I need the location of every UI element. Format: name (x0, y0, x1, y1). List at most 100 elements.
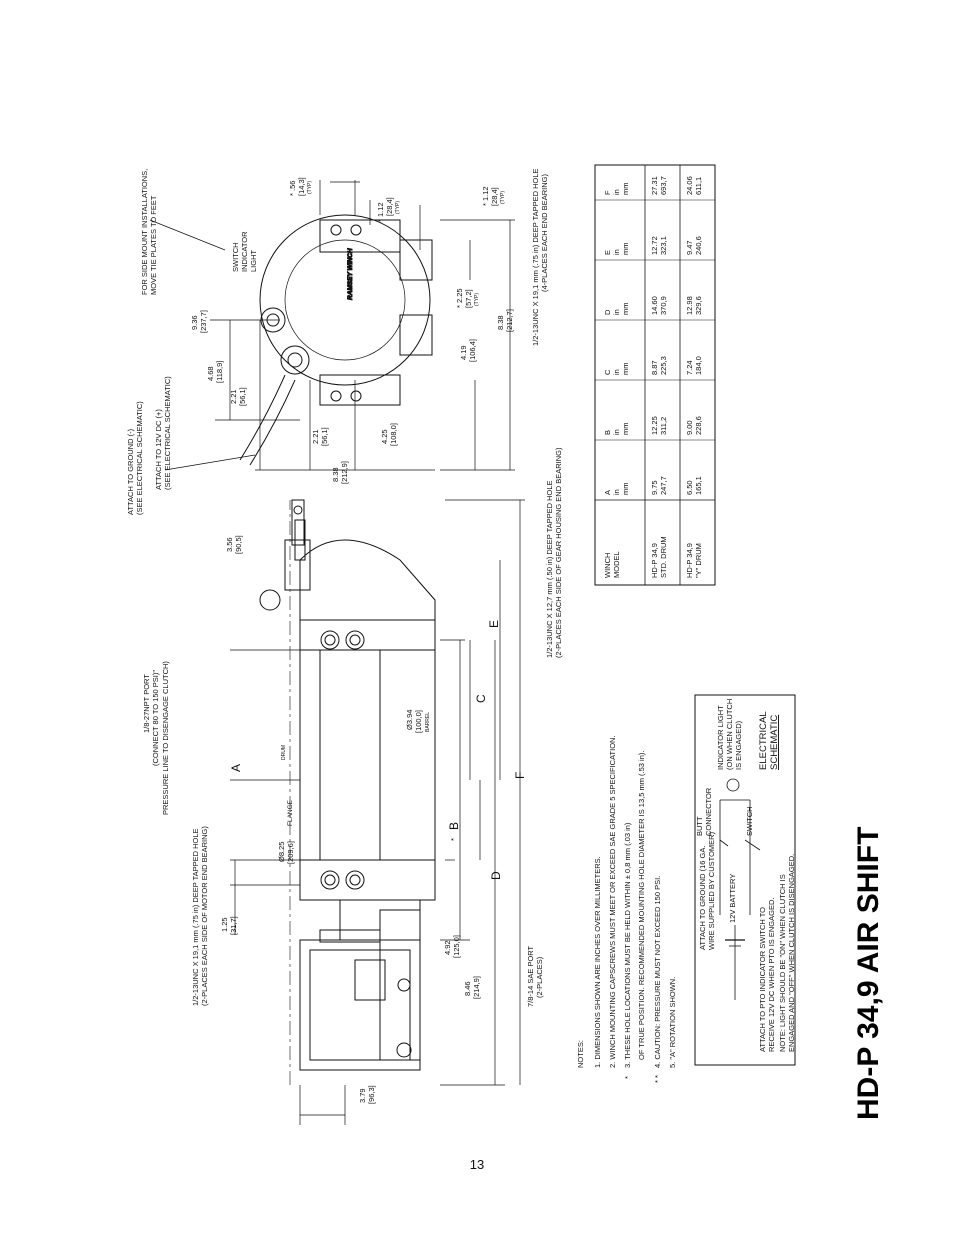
end-bearing-circle (259, 214, 431, 386)
table-cell-mm: 693,7 (659, 176, 668, 195)
side-view (259, 499, 436, 1085)
motor-end-bearing (299, 859, 436, 901)
table-row-model: HD-P 34,9 (685, 543, 694, 578)
dim-379-mm: [96,3] (367, 1085, 376, 1104)
schematic-pto-2: RECEIVE 12V DC WHEN PTO IS ENGAGED. (767, 898, 776, 1052)
table-cell-mm: 184,0 (694, 356, 703, 375)
dim-356-mm: [90,5] (234, 535, 243, 554)
dim-379-in: 3.79 (358, 1088, 367, 1103)
valve-fitting (397, 978, 411, 992)
callout-tapped-motor-2: (2-PLACES EACH SIDE OF MOTOR END BEARING… (200, 826, 209, 1006)
ramsey-logo: RAMSEY WINCH (347, 248, 354, 300)
table-header-cell: in (612, 429, 621, 435)
dim-419-in: 4.19 (459, 345, 468, 360)
dim-838a-in: 8.38 (331, 467, 340, 482)
dim-056-typ: (TYP) (307, 181, 313, 194)
note-2: 2. WINCH MOUNTING CAPSCREWS MUST MEET OR… (608, 735, 617, 1068)
table-header-cell: in (612, 249, 621, 255)
notes-block: NOTES: 1. DIMENSIONS SHOWN ARE INCHES OV… (576, 735, 677, 1083)
schematic-pto-1: ATTACH TO PTO INDICATOR SWITCH TO (758, 907, 767, 1052)
dim-425-in: 4.25 (380, 429, 389, 444)
switch-body (280, 345, 310, 375)
callout-ground-2: (SEE ELECTRICAL SCHEMATIC) (135, 401, 144, 515)
motor-plate (354, 959, 386, 1001)
table-header-cell: in (612, 489, 621, 495)
table-header-cell: F (603, 190, 612, 195)
dim-846-mm: [214,9] (472, 976, 481, 999)
valve-knob (396, 1042, 412, 1058)
schematic-title-2: SCHEMATIC (769, 715, 780, 770)
dim-356-in: 3.56 (225, 537, 234, 552)
table-header-cell: A (603, 490, 612, 495)
dim-468-in: 4.68 (206, 366, 215, 381)
table-cell-in: 12.98 (685, 296, 694, 315)
dim-225-mm: [57,2] (464, 289, 473, 308)
page-number: 13 (469, 1157, 485, 1172)
table-header-cell: in (612, 369, 621, 375)
table-cell-in: 6.50 (685, 480, 694, 495)
schematic-butt-1: BUTT (695, 816, 704, 836)
dim-936-mm: [237,7] (199, 310, 208, 333)
schematic-note-1: NOTE: LIGHT SHOULD BE "ON" WHEN CLUTCH I… (778, 874, 787, 1052)
table-cell-mm: 240,6 (694, 236, 703, 255)
dim-125-in: 1.25 (220, 917, 229, 932)
dim-492-in: 4.92 (443, 940, 452, 955)
table-cell-in: 7.24 (685, 360, 694, 375)
table-cell-mm: 329,6 (694, 296, 703, 315)
note-3: 3. THESE HOLE LOCATIONS MUST BE HELD WIT… (623, 822, 632, 1068)
drum-barrel (319, 649, 381, 861)
dim-125-mm: [31,7] (229, 916, 238, 935)
table-cell-in: 9.75 (650, 480, 659, 495)
table-header-cell: mm (621, 363, 630, 376)
dim-468-mm: [118,9] (215, 361, 224, 383)
schematic-note-2: ENGAGED AND "OFF" WHEN CLUTCH IS DISENGA… (787, 854, 796, 1052)
end-view: RAMSEY WINCH (239, 214, 433, 466)
table-header-cell: WINCH (603, 553, 612, 578)
table-header-cell: mm (621, 243, 630, 256)
tie-plate-top (319, 219, 401, 253)
dim-letter-e: E (487, 620, 501, 628)
schematic-battery: 12V BATTERY (728, 874, 737, 923)
end-view-labels: ATTACH TO GROUND (-) (SEE ELECTRICAL SCH… (126, 168, 549, 515)
table-header-cell: D (603, 309, 612, 315)
callout-ground-1: ATTACH TO GROUND (-) (126, 428, 135, 515)
schematic-title-1: ELECTRICAL (758, 711, 769, 770)
shift-rod (291, 499, 305, 546)
callout-switch-2: INDICATOR (240, 231, 249, 272)
table-row-model: STD. DRUM (659, 536, 668, 578)
table-cell-mm: 225,3 (659, 356, 668, 375)
air-shift-cylinder (284, 539, 311, 591)
dim-221a-mm: [56,1] (238, 387, 247, 406)
table-header-cell: in (612, 309, 621, 315)
page-title: HD-P 34,9 AIR SHIFT (852, 827, 885, 1120)
dim-419-mm: [106,4] (468, 339, 477, 362)
dim-letter-a: A (229, 764, 243, 772)
note-3-mark: * (623, 1076, 632, 1079)
table-cell-in: 14.60 (650, 296, 659, 315)
dim-112a-typ: (TYP) (395, 201, 401, 214)
schematic-frame (694, 694, 796, 1066)
side-dims (230, 499, 525, 1125)
callout-gear-tapped-1: 1/2-13UNC X 12,7 mm (.50 in) DEEP TAPPED… (545, 480, 554, 658)
callout-pressure-3: PRESSURE LINE TO DISENGAGE CLUTCH) (161, 661, 170, 815)
table-cell-mm: 611,1 (694, 177, 703, 195)
schematic-light-3: IS ENGAGED) (734, 720, 743, 770)
callout-12v-2: (SEE ELECTRICAL SCHEMATIC) (163, 376, 172, 490)
wire-12v (249, 379, 296, 466)
dim-838b-in: 8.38 (496, 315, 505, 330)
table-cell-mm: 323,1 (659, 236, 668, 255)
table-cell-mm: 311,2 (659, 417, 668, 435)
table-cell-mm: 228,6 (694, 416, 703, 435)
table-header-cell: MODEL (612, 551, 621, 578)
dim-936-in: 9.36 (190, 315, 199, 330)
callout-pressure-1: 1/8-27NPT PORT (142, 674, 151, 733)
table-header-cell: mm (621, 423, 630, 436)
table-row-model: "Y" DRUM (694, 543, 703, 578)
dim-b-star: * (449, 838, 458, 841)
table-header-cell: mm (621, 303, 630, 316)
callout-gear-tapped-2: (2-PLACES EACH SIDE OF GEAR HOUSING END … (554, 447, 563, 658)
foot-right-top (399, 239, 433, 281)
electrical-schematic: ATTACH TO GROUND (16 GA. WIRE SUPPLIED B… (694, 694, 796, 1066)
table-cell-mm: 370,9 (659, 296, 668, 315)
